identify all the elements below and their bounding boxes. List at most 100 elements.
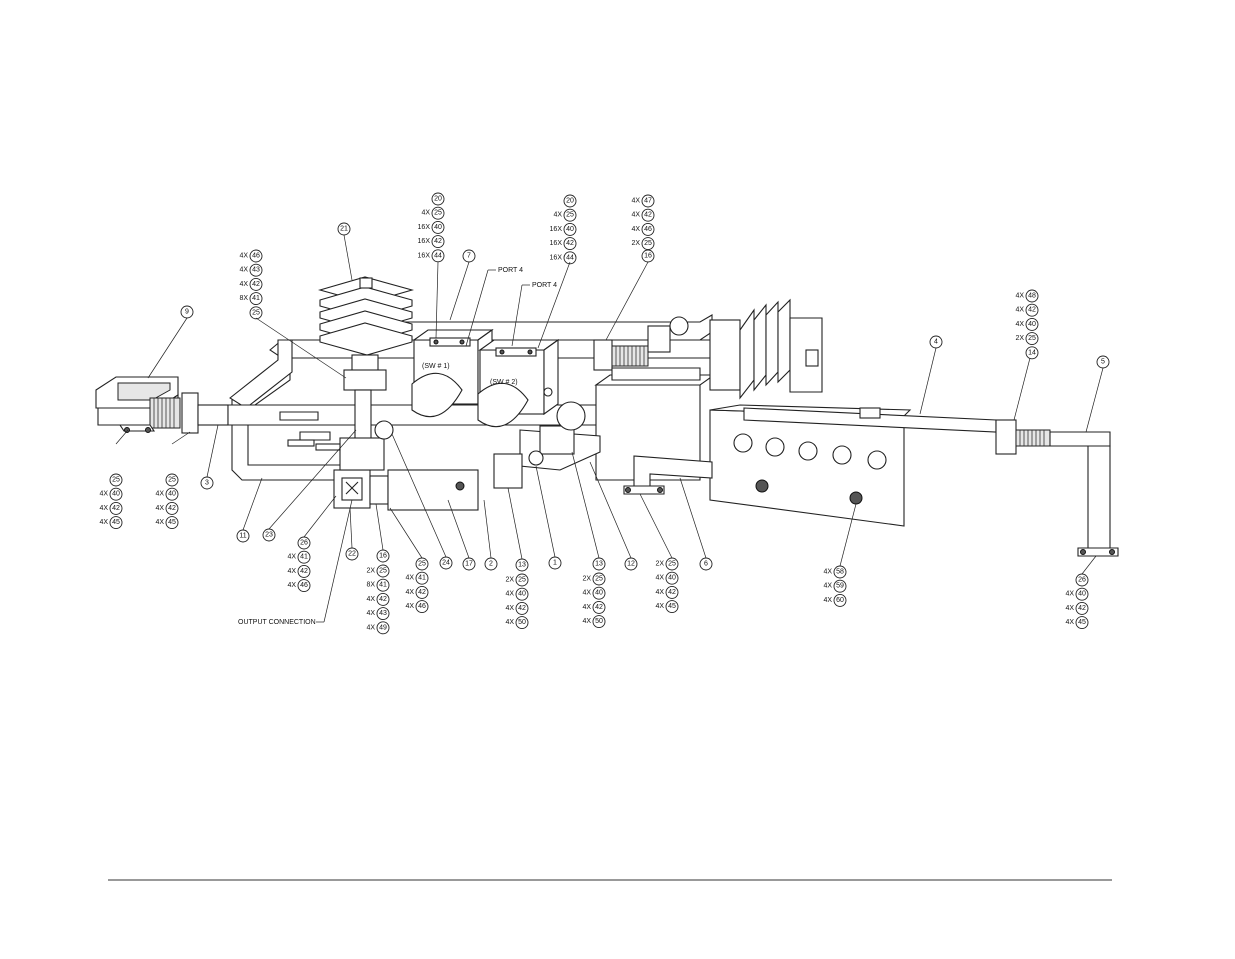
- stack-item-number: 44: [434, 252, 442, 259]
- stack-balloon: 40: [563, 222, 577, 236]
- stack-item-quantity: 4X: [366, 596, 375, 603]
- stack-leaders: [115, 261, 1097, 575]
- stack-item-quantity: 4X: [582, 590, 591, 597]
- stack-balloon: 40: [665, 571, 679, 585]
- stack-item-quantity: 4X: [155, 519, 164, 526]
- note-port4-a: PORT 4: [498, 267, 523, 274]
- stack-balloon: 42: [165, 501, 179, 515]
- stack-item-number: 42: [434, 238, 442, 245]
- stack-item-number: 46: [418, 603, 426, 610]
- balloon-24: 24: [439, 556, 453, 570]
- stack-item-quantity: 16X: [550, 254, 563, 261]
- rf-switch-2: [477, 338, 560, 428]
- stack-balloon: 25: [109, 473, 123, 487]
- stack-item-quantity: 4X: [823, 569, 832, 576]
- stack-balloon: 41: [249, 292, 263, 306]
- balloon-13-a: 13: [515, 558, 529, 572]
- stack-balloon: 25: [515, 573, 529, 587]
- stack-item-number: 20: [434, 196, 442, 203]
- part-balloons: 9 21 7 16 4 5 3 11 23 22 16 24 17 2 13 1: [147, 222, 1110, 572]
- stack-item-number: 25: [595, 576, 603, 583]
- stack-balloon: 25: [563, 208, 577, 222]
- waveguide-elbow-6: [623, 455, 713, 495]
- stack-item-number: 46: [300, 582, 308, 589]
- stack-item-quantity: 4X: [155, 491, 164, 498]
- stack-item-quantity: 4X: [405, 589, 414, 596]
- stack-item-quantity: 16X: [550, 226, 563, 233]
- stack-item-quantity: 4X: [823, 597, 832, 604]
- quantity-stacks: 464X434X424X418X2520254X4016X4216X4416X2…: [99, 192, 1089, 635]
- stack-item-quantity: 4X: [505, 619, 514, 626]
- stack-balloon: 47: [641, 194, 655, 208]
- stack-item-quantity: 4X: [631, 226, 640, 233]
- balloon-2: 2: [484, 557, 498, 571]
- stack-item-number: 42: [518, 605, 526, 612]
- stack-item-quantity: 4X: [1015, 321, 1024, 328]
- stack-balloon: 42: [515, 601, 529, 615]
- stack-balloon: 50: [515, 616, 529, 630]
- stack-balloon: 50: [592, 615, 606, 629]
- stack-balloon: 25: [1025, 332, 1039, 346]
- stack-item-quantity: 4X: [631, 198, 640, 205]
- svg-text:21: 21: [340, 226, 348, 233]
- stack-balloon: 25: [641, 237, 655, 251]
- stack-item-quantity: 4X: [405, 575, 414, 582]
- waveguide-loop-12: [519, 401, 601, 471]
- balloon-4: 4: [929, 335, 943, 349]
- stack-balloon: 59: [833, 579, 847, 593]
- stack-item-number: 40: [434, 224, 442, 231]
- stack-item-number: 40: [1028, 321, 1036, 328]
- balloon-11: 11: [236, 529, 250, 543]
- stack-balloon: 45: [109, 516, 123, 530]
- stack-item-number: 45: [1078, 619, 1086, 626]
- stack-item-number: 41: [300, 554, 308, 561]
- stack-balloon: 25: [165, 473, 179, 487]
- stack-item-number: 42: [300, 568, 308, 575]
- stack-item-quantity: 4X: [99, 519, 108, 526]
- stack-item-quantity: 4X: [582, 604, 591, 611]
- stack-item-quantity: 4X: [287, 554, 296, 561]
- balloon-5: 5: [1096, 355, 1110, 369]
- stack-item-quantity: 4X: [239, 253, 248, 260]
- svg-text:17: 17: [465, 561, 473, 568]
- stack-item-quantity: 2X: [366, 568, 375, 575]
- bracket-feet-center: [287, 439, 341, 451]
- stack-item-number: 43: [379, 610, 387, 617]
- balloon-21: 21: [337, 222, 351, 236]
- note-sw2: (SW # 2): [490, 379, 518, 386]
- stack-balloon: 41: [376, 578, 390, 592]
- stack-balloon: 43: [376, 607, 390, 621]
- stack-balloon: 42: [665, 585, 679, 599]
- drawing-notes: PORT 4 PORT 4 (SW # 1) (SW # 2) OUTPUT C…: [238, 267, 557, 626]
- balloon-16: 16: [376, 549, 390, 563]
- rf-switch-1: [411, 328, 494, 418]
- stack-balloon: 48: [1025, 289, 1039, 303]
- stack-item-quantity: 8X: [239, 295, 248, 302]
- stack-item-quantity: 4X: [823, 583, 832, 590]
- stack-item-number: 42: [668, 589, 676, 596]
- balloon-9: 9: [180, 305, 194, 319]
- stack-balloon: 40: [1075, 587, 1089, 601]
- stack-item-number: 40: [168, 491, 176, 498]
- stack-balloon: 42: [297, 564, 311, 578]
- stack-item-number: 42: [1078, 605, 1086, 612]
- stack-item-number: 25: [566, 212, 574, 219]
- stack-item-number: 40: [668, 575, 676, 582]
- note-output-connection: OUTPUT CONNECTION: [238, 619, 316, 626]
- stack-item-quantity: 4X: [287, 582, 296, 589]
- stack-item-number: 41: [252, 295, 260, 302]
- balloon-23: 23: [262, 528, 276, 542]
- stack-balloon: 20: [563, 194, 577, 208]
- stack-item-number: 42: [112, 505, 120, 512]
- output-assembly: [333, 420, 523, 511]
- balloon-6: 6: [699, 557, 713, 571]
- stack-balloon: 41: [415, 571, 429, 585]
- stack-item-number: 25: [112, 477, 120, 484]
